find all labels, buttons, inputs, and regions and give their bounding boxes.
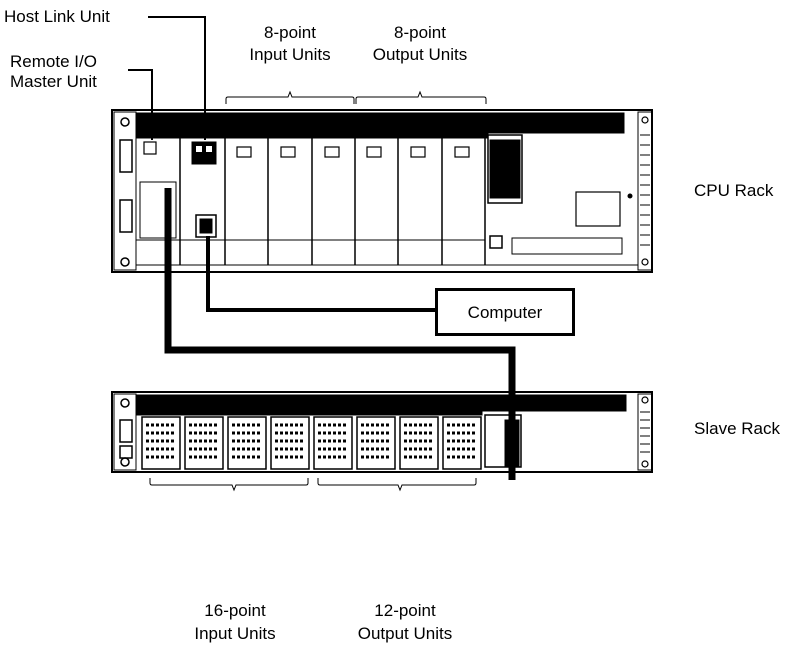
slave-input-units-label-line2: Input Units bbox=[180, 624, 290, 644]
computer-cable bbox=[208, 236, 435, 310]
cpu-input-units-label-line1: 8-point bbox=[240, 23, 340, 43]
computer-label: Computer bbox=[438, 303, 572, 323]
slave-output-units-label-line1: 12-point bbox=[345, 601, 465, 621]
cpu-rack-label: CPU Rack bbox=[694, 181, 773, 201]
cpu-output-units-label-line1: 8-point bbox=[365, 23, 475, 43]
computer-box: Computer bbox=[435, 288, 575, 336]
cpu-input-units-label-line2: Input Units bbox=[240, 45, 340, 65]
host-link-leader bbox=[148, 17, 205, 140]
slave-output-brace bbox=[318, 478, 476, 490]
host-link-unit-label: Host Link Unit bbox=[4, 7, 110, 27]
slave-input-brace bbox=[150, 478, 308, 490]
slave-output-units-label-line2: Output Units bbox=[345, 624, 465, 644]
remote-io-master-label-line2: Master Unit bbox=[10, 72, 97, 92]
cpu-input-brace bbox=[226, 92, 354, 104]
cpu-output-brace bbox=[356, 92, 486, 104]
slave-input-units-label-line1: 16-point bbox=[180, 601, 290, 621]
slave-rack-label: Slave Rack bbox=[694, 419, 780, 439]
remote-master-leader bbox=[128, 70, 152, 140]
remote-io-master-label-line1: Remote I/O bbox=[10, 52, 97, 72]
cpu-output-units-label-line2: Output Units bbox=[365, 45, 475, 65]
